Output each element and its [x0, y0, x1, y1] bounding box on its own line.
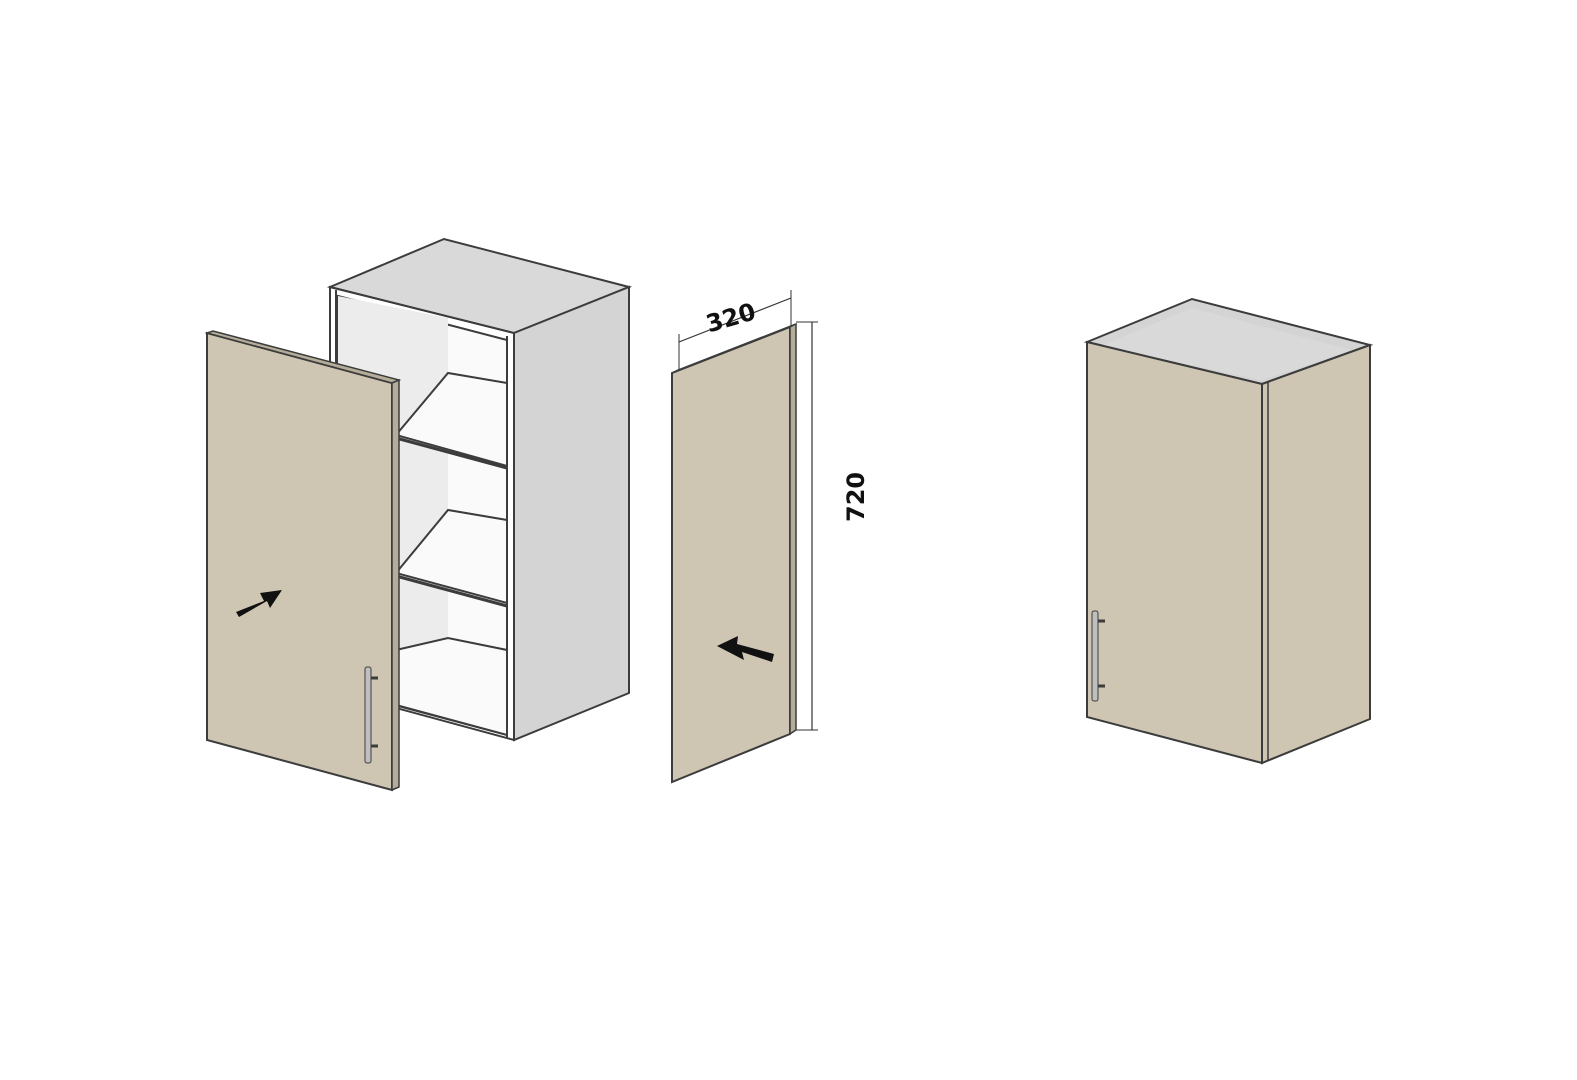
- door-side-edge-middle: [789, 322, 797, 736]
- assembled-cabinet: [1083, 297, 1374, 765]
- dim-height-label: 720: [842, 472, 870, 522]
- shelf-bottom: [395, 636, 508, 737]
- door-handle-bar: [364, 666, 372, 764]
- dimension-height: 720: [796, 321, 870, 731]
- arrow-icon: [236, 590, 282, 617]
- door-panel-left: [206, 331, 393, 792]
- door-panel-middle: [671, 325, 791, 784]
- detached-door-left: [204, 330, 402, 792]
- door-side-edge-left: [391, 378, 400, 792]
- door-handle-icon: [364, 666, 378, 764]
- assembled-handle-bar: [1091, 610, 1099, 702]
- shelf-middle-edge: [395, 574, 508, 608]
- dim-width-label: 320: [703, 298, 759, 339]
- carcass-side-panel: [513, 285, 630, 742]
- arrow-icon: [717, 636, 774, 662]
- door-panel-dimensioned: [671, 322, 797, 784]
- dim-width-line: [678, 297, 792, 343]
- door-handle-icon: [1091, 610, 1105, 702]
- assembled-top-inner: [1100, 308, 1352, 380]
- assembled-front-door: [1086, 340, 1263, 765]
- assembled-side-panel: [1261, 343, 1371, 765]
- shelf-upper-edge: [395, 436, 508, 470]
